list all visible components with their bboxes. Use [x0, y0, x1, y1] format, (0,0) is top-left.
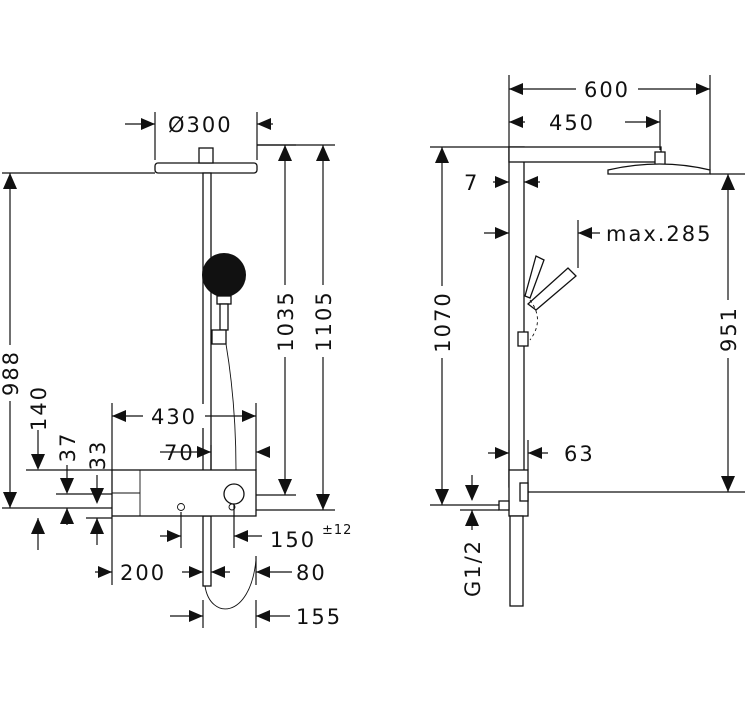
dim-arm-600: 600: [584, 78, 630, 102]
dim-140: 140: [27, 385, 51, 431]
dim-offset-70: 70: [164, 441, 195, 465]
thermostat-knob: [223, 483, 245, 505]
dim-head-diameter: Ø300: [168, 113, 233, 137]
dim-33: 33: [86, 440, 110, 471]
side-hand-shower-parked: [524, 255, 545, 299]
dim-height-1105: 1105: [312, 290, 336, 351]
side-connection: [498, 500, 510, 511]
shower-hose-loop: [204, 559, 257, 610]
side-lower-pipe: [509, 515, 524, 607]
hand-shower-neck: [216, 295, 232, 305]
dim-height-988: 988: [0, 350, 23, 396]
hand-shower-handle: [219, 303, 229, 331]
dim-height-1035: 1035: [274, 290, 298, 351]
side-thermostat-knob: [519, 482, 529, 502]
dim-offset-7: 7: [464, 171, 479, 195]
shower-hose: [225, 343, 237, 471]
side-shower-arm: [508, 146, 662, 163]
dim-155: 155: [296, 605, 342, 629]
thermostat-indicator: [177, 503, 185, 511]
hand-shower-head: [202, 253, 246, 297]
dim-150-tolerance: ±12: [322, 523, 352, 538]
side-holder: [517, 331, 529, 347]
dim-depth-63: 63: [564, 442, 595, 466]
side-view: 600 450 7 max.285 1070 95: [430, 75, 745, 607]
dim-height-1070: 1070: [431, 291, 455, 352]
dim-150: 150: [270, 528, 316, 552]
dim-37: 37: [56, 432, 80, 463]
dim-80: 80: [296, 561, 327, 585]
side-hand-shower-extended: [526, 267, 577, 311]
thermostat-knob-mark: [228, 503, 236, 511]
dim-handshower-max: max.285: [606, 222, 713, 246]
dim-connection-g12: G1/2: [461, 539, 485, 597]
riser-pipe-lower: [202, 515, 212, 587]
side-shower-head: [607, 163, 711, 175]
dim-width-430: 430: [151, 405, 197, 429]
hand-shower-holder: [211, 329, 227, 345]
overhead-shower-head: [154, 162, 258, 174]
dim-height-951: 951: [717, 306, 741, 352]
dim-200: 200: [120, 561, 166, 585]
dim-arm-450: 450: [549, 111, 595, 135]
front-view: Ø300 1035 1105 988 140: [0, 112, 352, 629]
shower-arm-joint: [198, 147, 214, 164]
side-riser-pipe: [508, 146, 525, 488]
